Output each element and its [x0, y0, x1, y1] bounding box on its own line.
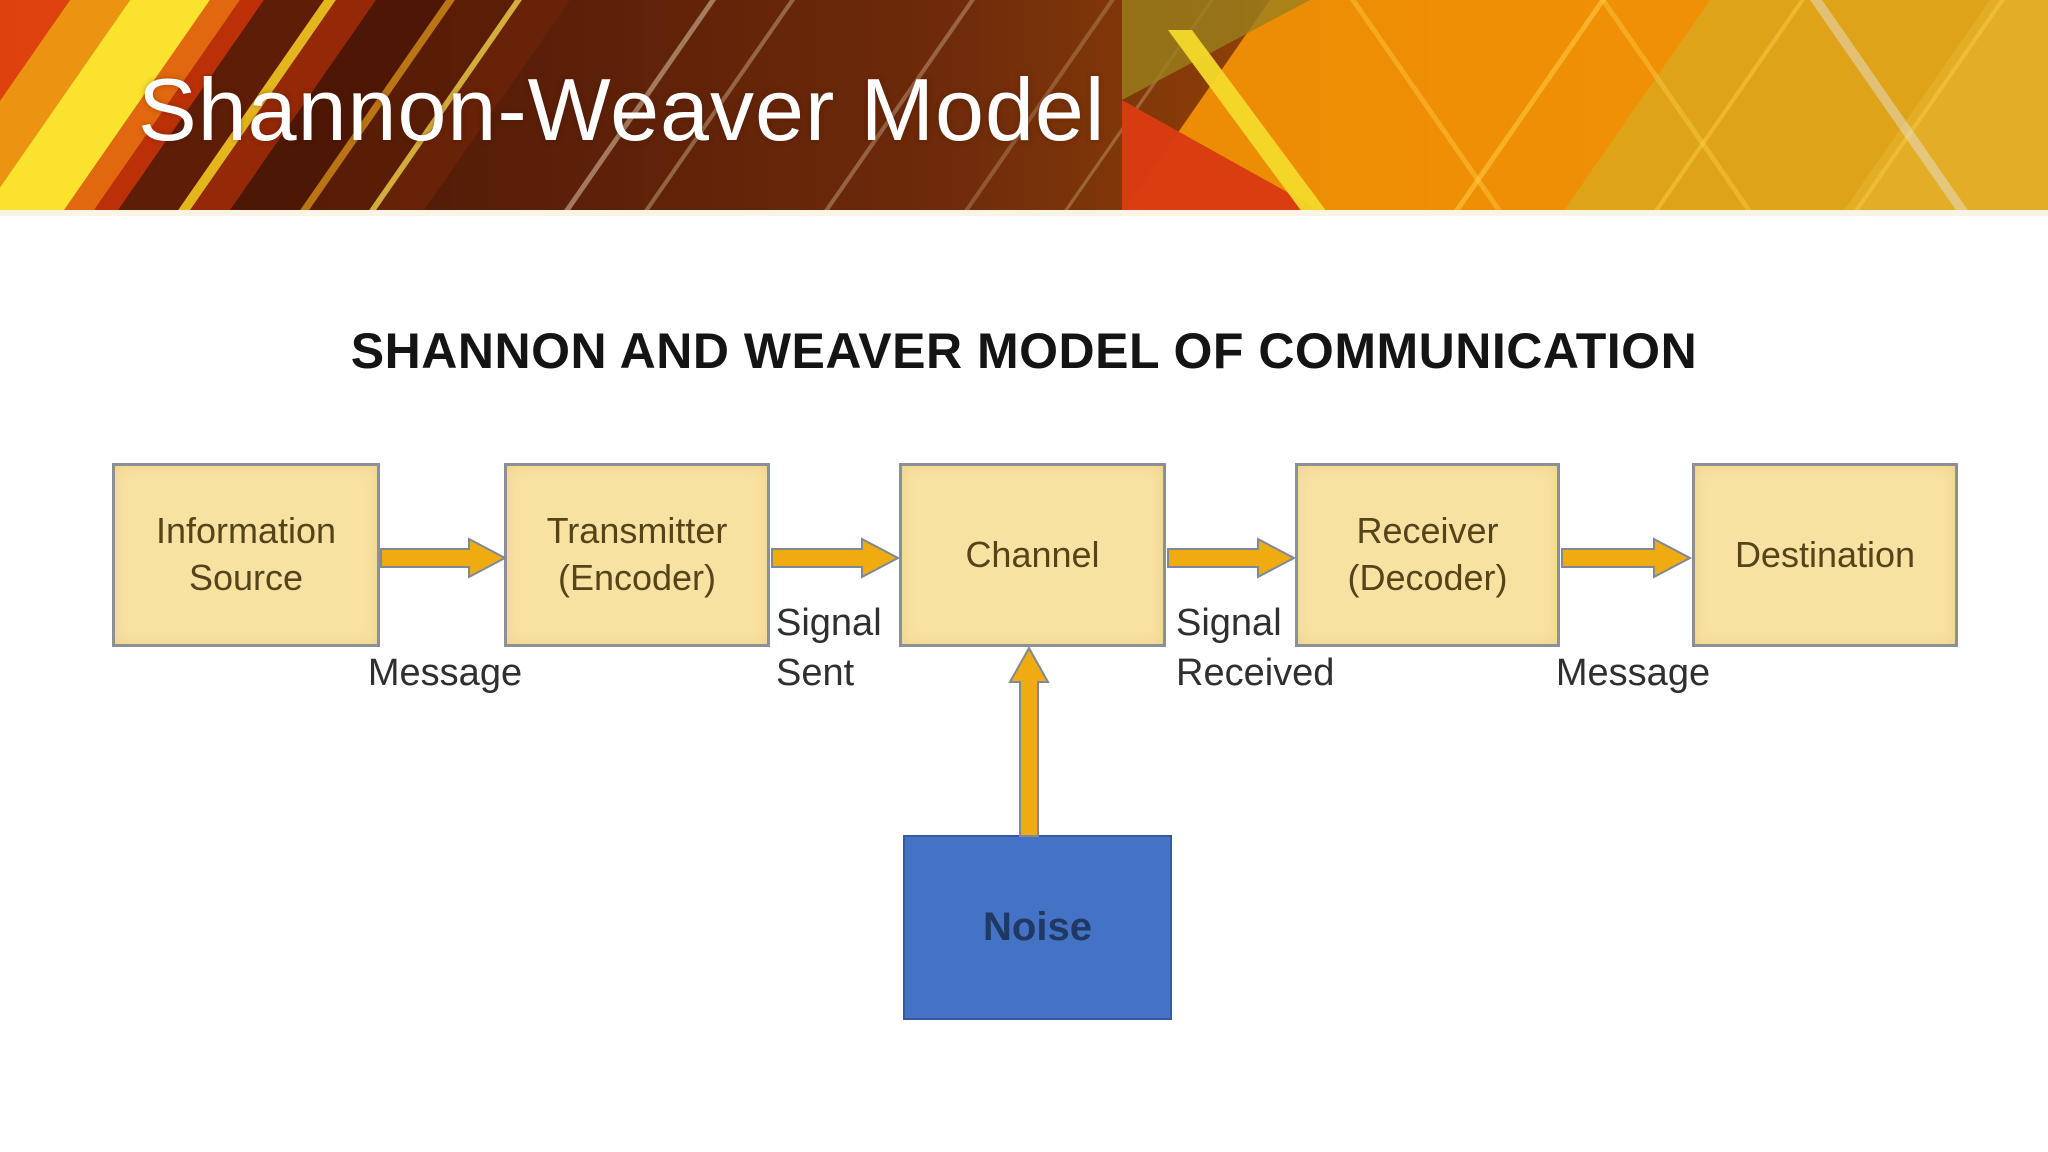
- diagram-heading: SHANNON AND WEAVER MODEL OF COMMUNICATIO…: [350, 323, 1698, 379]
- arrow-signal-sent-to-channel: [771, 537, 901, 579]
- label-signal-received: Signal Received: [1176, 602, 1335, 695]
- arrow-message-to-destination: [1561, 537, 1693, 579]
- label-message-1: Message: [367, 652, 523, 694]
- header-left-stripes: [0, 0, 570, 216]
- header-bottom-line: [0, 210, 2048, 216]
- node-transmitter-encoder: Transmitter (Encoder): [504, 463, 770, 647]
- header-background-art: [0, 0, 2048, 216]
- arrow-message-to-transmitter: [380, 537, 508, 579]
- slide-title: Shannon-Weaver Model: [138, 60, 1106, 159]
- label-message-2: Message: [1555, 652, 1711, 694]
- header-banner: Shannon-Weaver Model: [0, 0, 2048, 216]
- arrow-signal-received-to-receiver: [1167, 537, 1297, 579]
- node-information-source: Information Source: [112, 463, 380, 647]
- node-channel: Channel: [899, 463, 1166, 647]
- label-signal-sent: Signal Sent: [776, 602, 882, 695]
- node-noise: Noise: [903, 835, 1172, 1020]
- arrow-noise-to-channel: [1008, 645, 1050, 837]
- node-destination: Destination: [1692, 463, 1958, 647]
- header-light-streaks: [560, 0, 1214, 216]
- node-receiver-decoder: Receiver (Decoder): [1295, 463, 1560, 647]
- header-right-plaid: [1120, 0, 2048, 216]
